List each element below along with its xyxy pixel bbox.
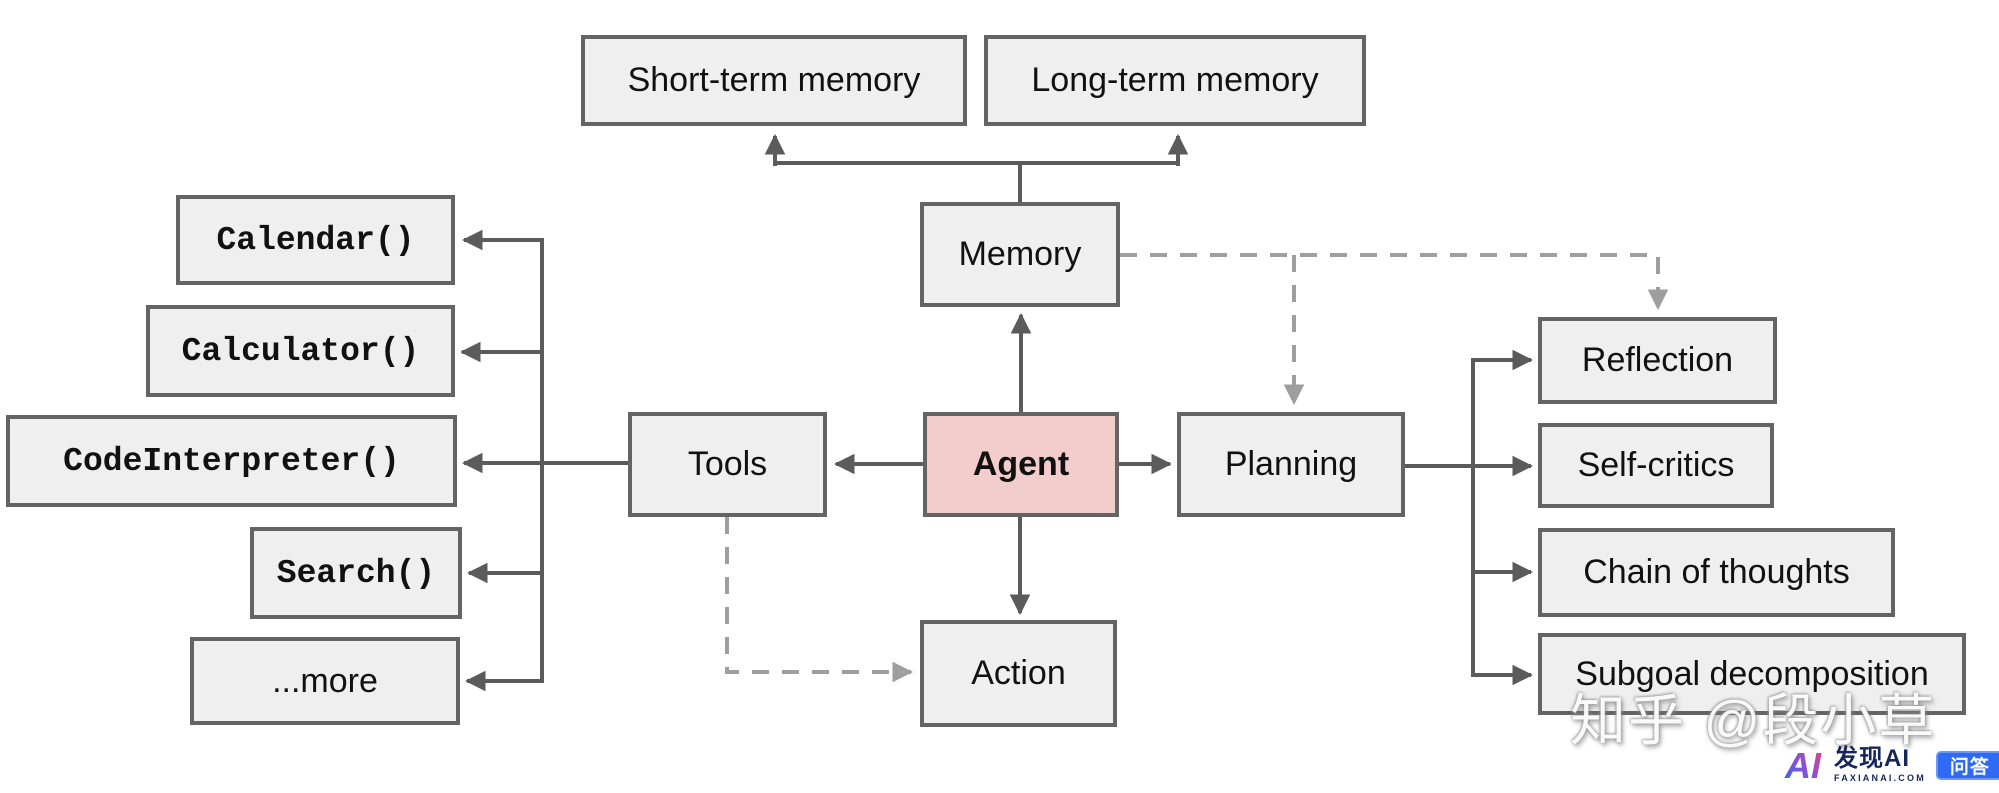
line-planning-bus [1405, 358, 1475, 677]
dashed-tools-to-action [725, 517, 914, 683]
line-memory-branch [775, 161, 1178, 203]
node-short-term-memory: Short-term memory [581, 35, 967, 126]
node-chain-of-thoughts: Chain of thoughts [1538, 528, 1895, 617]
brand-domain-label: FAXIANAI.COM [1834, 773, 1926, 783]
node-subgoal-decomposition: Subgoal decomposition [1538, 633, 1966, 715]
brand-name-label: 发现AI [1834, 745, 1910, 772]
node-planning: Planning [1177, 412, 1405, 517]
faxian-ai-logo-icon: AI [1784, 745, 1822, 786]
branding-bar: AI 发现AI FAXIANAI.COM 问答 [1782, 744, 1999, 786]
watermark-zhihu-author: 知乎 @段小草 [1570, 689, 1937, 752]
node-self-critics: Self-critics [1538, 423, 1774, 508]
node-action: Action [920, 620, 1117, 727]
node-search-tool: Search() [250, 527, 462, 619]
qa-badge: 问答 [1935, 750, 1999, 780]
node-memory: Memory [920, 202, 1120, 307]
node-reflection: Reflection [1538, 317, 1777, 404]
line-tools-bus [540, 238, 628, 683]
node-calculator-tool: Calculator() [146, 305, 455, 397]
node-codeinterpreter-tool: CodeInterpreter() [6, 415, 457, 507]
node-agent: Agent [923, 412, 1119, 517]
node-more-tools: ...more [190, 637, 460, 725]
dashed-memory-to-reflection [1120, 253, 1669, 311]
node-long-term-memory: Long-term memory [984, 35, 1366, 126]
brand-text-block: 发现AI FAXIANAI.COM [1834, 747, 1926, 783]
node-tools: Tools [628, 412, 827, 517]
node-calendar-tool: Calendar() [176, 195, 455, 285]
logo-mark-text: AI [1784, 745, 1822, 786]
